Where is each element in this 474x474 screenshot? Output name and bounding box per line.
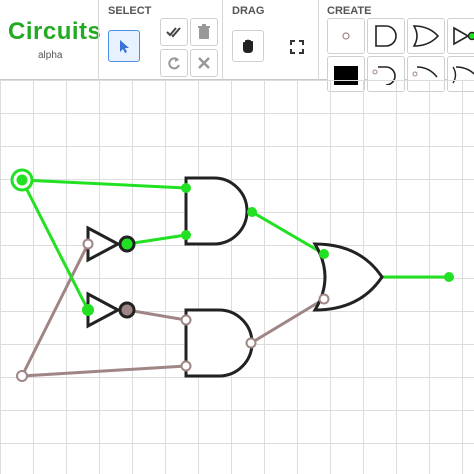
redo-icon bbox=[168, 57, 180, 70]
drag-section-label: DRAG bbox=[232, 5, 265, 17]
not-gate-button[interactable] bbox=[447, 18, 474, 54]
toolbar: Circuits alpha SELECT DRAG bbox=[0, 0, 474, 92]
output-port[interactable] bbox=[247, 207, 257, 217]
and-gate[interactable] bbox=[184, 308, 254, 378]
hand-grab-icon bbox=[243, 39, 253, 53]
divider bbox=[98, 0, 99, 80]
or-gate-button[interactable] bbox=[407, 18, 445, 54]
wire[interactable] bbox=[125, 233, 188, 246]
input-port[interactable] bbox=[82, 304, 94, 316]
and-gate[interactable] bbox=[184, 176, 249, 246]
input-port[interactable] bbox=[180, 360, 192, 372]
not-gate-bubble bbox=[118, 235, 136, 253]
wire[interactable] bbox=[249, 297, 326, 345]
cursor-arrow-icon bbox=[120, 40, 129, 53]
create-section-label: CREATE bbox=[327, 5, 372, 17]
wire[interactable] bbox=[20, 242, 90, 378]
input-port[interactable] bbox=[319, 249, 329, 259]
or-gate-icon bbox=[412, 25, 440, 47]
and-gate-icon bbox=[375, 25, 397, 47]
input-switch-b[interactable] bbox=[16, 370, 28, 382]
delete-button[interactable] bbox=[190, 18, 218, 46]
input-node-icon bbox=[342, 32, 350, 40]
input-port[interactable] bbox=[82, 238, 94, 250]
select-section-label: SELECT bbox=[108, 5, 152, 17]
divider bbox=[222, 0, 223, 80]
select-tool-button[interactable] bbox=[108, 30, 140, 62]
input-port[interactable] bbox=[318, 293, 330, 305]
wire[interactable] bbox=[20, 364, 188, 378]
fit-screen-button[interactable] bbox=[283, 33, 311, 61]
wire[interactable] bbox=[125, 308, 188, 322]
trash-icon bbox=[198, 24, 210, 39]
input-switch-a-indicator bbox=[16, 174, 28, 186]
nor-gate-icon bbox=[412, 66, 438, 78]
redo-button[interactable] bbox=[160, 49, 188, 77]
pan-tool-button[interactable] bbox=[232, 30, 264, 62]
wire[interactable] bbox=[20, 178, 188, 190]
input-port[interactable] bbox=[181, 183, 191, 193]
logo-text: Circuits bbox=[8, 18, 102, 45]
input-node-button[interactable] bbox=[327, 18, 365, 54]
input-port[interactable] bbox=[180, 314, 192, 326]
version-label: alpha bbox=[38, 50, 63, 61]
clear-button[interactable] bbox=[190, 49, 218, 77]
output-port[interactable] bbox=[245, 337, 257, 349]
double-check-icon bbox=[166, 27, 181, 38]
and-gate-button[interactable] bbox=[367, 18, 405, 54]
fit-screen-icon bbox=[290, 40, 304, 54]
close-icon bbox=[198, 57, 210, 69]
divider bbox=[318, 0, 319, 80]
circuit-canvas[interactable] bbox=[0, 80, 474, 474]
or-gate[interactable] bbox=[312, 242, 384, 312]
not-gate-bubble bbox=[118, 301, 136, 319]
input-port[interactable] bbox=[181, 230, 191, 240]
wire[interactable] bbox=[20, 178, 90, 312]
not-gate-icon bbox=[453, 26, 474, 46]
output-node[interactable] bbox=[444, 272, 454, 282]
logo: Circuits alpha bbox=[0, 0, 102, 80]
wire[interactable] bbox=[250, 210, 326, 256]
select-all-button[interactable] bbox=[160, 18, 188, 46]
